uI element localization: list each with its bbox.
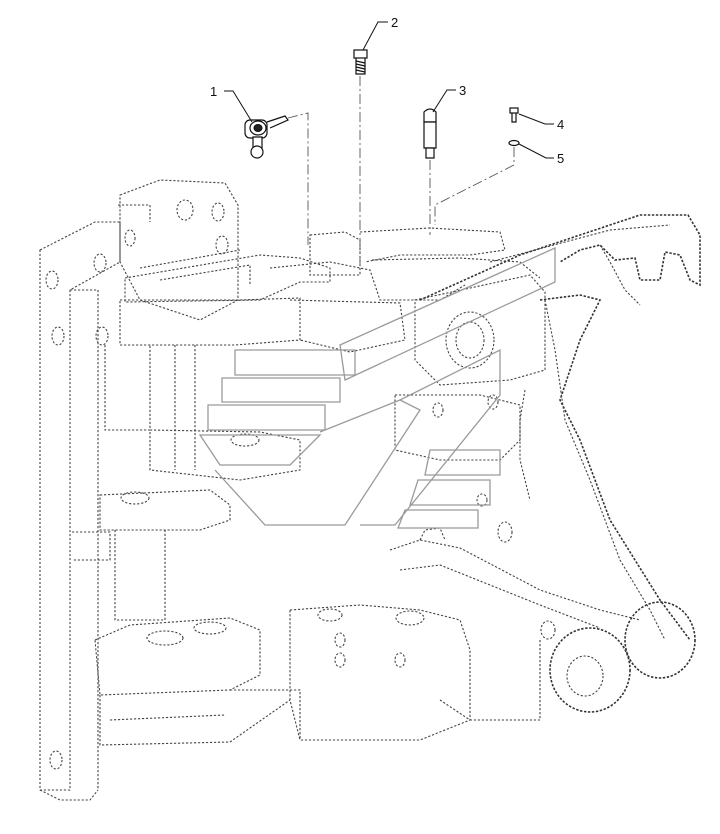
part-2-bolt [353, 49, 368, 270]
part-3-dowel-pin [423, 108, 437, 235]
callout-1-label: 1 [210, 84, 217, 99]
main-frame-assembly [39, 179, 701, 801]
callout-3-label: 3 [459, 83, 466, 98]
callout-5-label: 5 [557, 151, 564, 166]
part-5-washer [434, 139, 520, 225]
part-4-screw [509, 107, 519, 123]
brand-logo-watermark [198, 246, 556, 529]
callout-leaders [224, 21, 554, 159]
callout-4-label: 4 [557, 117, 564, 132]
part-1-handle-pin [244, 112, 309, 245]
callout-2-label: 2 [391, 15, 398, 30]
